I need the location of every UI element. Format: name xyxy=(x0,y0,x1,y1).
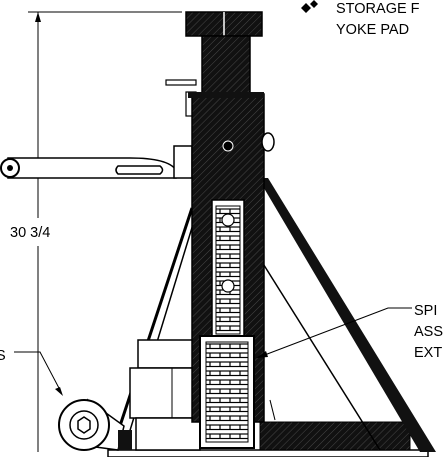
spindle-arrow-icon xyxy=(256,351,268,358)
spindle-label-line2: ASS xyxy=(414,324,443,340)
leg-struts xyxy=(110,178,436,452)
central-column xyxy=(185,11,275,449)
rear-strut xyxy=(258,178,436,452)
base-plate xyxy=(107,449,429,457)
column-pin-icon xyxy=(222,140,234,152)
left-housings xyxy=(129,339,201,451)
caster-wheel xyxy=(58,398,132,451)
base-block xyxy=(259,421,411,451)
dimension-arrow-top-icon xyxy=(35,12,41,22)
spindle-rungs-lower xyxy=(205,341,249,443)
height-dimension-label: 30 3/4 xyxy=(10,225,50,241)
storage-callout: STORAGE F YOKE PAD xyxy=(301,0,420,38)
left-callout-label: S xyxy=(0,348,6,364)
spindle-rungs-upper xyxy=(215,205,241,335)
axle-nut-icon xyxy=(77,416,91,434)
lock-pin-icon xyxy=(261,132,275,152)
height-dimension: 30 3/4 xyxy=(10,11,182,452)
diamond-marker-icon xyxy=(301,0,318,13)
left-callout: S xyxy=(0,348,63,396)
upper-spindle xyxy=(201,35,251,95)
storage-label-line1: STORAGE F xyxy=(336,1,420,17)
spindle-callout: SPI ASS EXT xyxy=(256,303,443,361)
spindle-label-line1: SPI xyxy=(414,303,437,319)
storage-label-line2: YOKE PAD xyxy=(336,22,409,38)
handle xyxy=(0,145,193,179)
callout-arrow-icon xyxy=(55,387,63,396)
spindle-label-line3: EXT xyxy=(414,345,442,361)
